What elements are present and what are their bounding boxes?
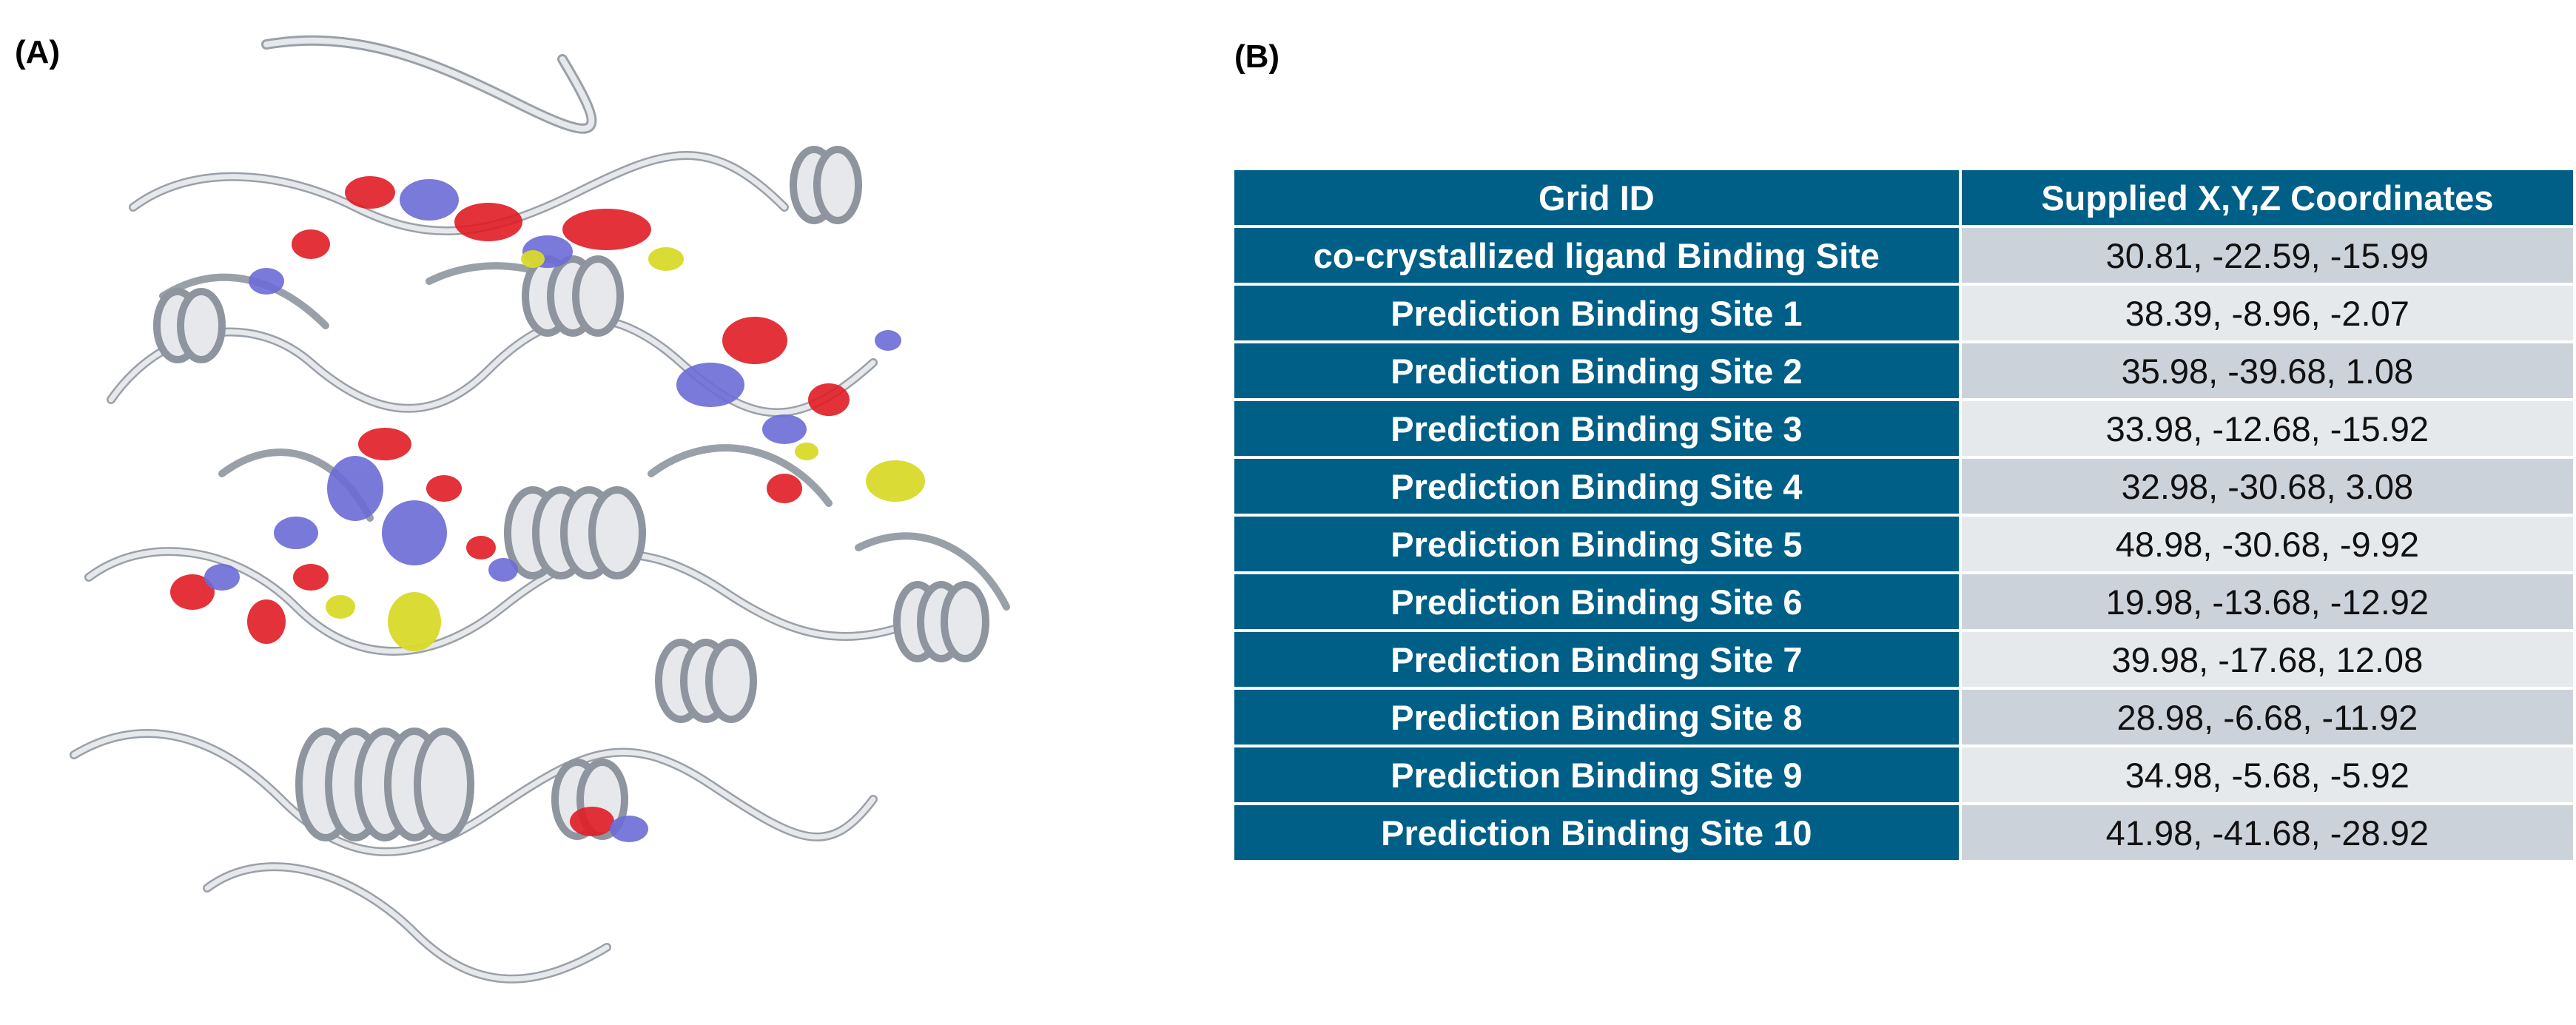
coordinates-cell: 38.39, -8.96, -2.07 (1958, 283, 2576, 343)
table-row: Prediction Binding Site 8 28.98, -6.68, … (1231, 687, 2576, 747)
grid-id-cell: Prediction Binding Site 5 (1231, 514, 1962, 574)
table-row: Prediction Binding Site 10 41.98, -41.68… (1231, 802, 2576, 863)
coordinates-cell: 28.98, -6.68, -11.92 (1958, 687, 2576, 747)
table-row: Prediction Binding Site 2 35.98, -39.68,… (1231, 340, 2576, 401)
table-row: Prediction Binding Site 3 33.98, -12.68,… (1231, 398, 2576, 459)
grid-id-cell: Prediction Binding Site 3 (1231, 398, 1962, 459)
grid-id-cell: Prediction Binding Site 1 (1231, 283, 1962, 343)
coordinates-cell: 19.98, -13.68, -12.92 (1958, 571, 2576, 632)
grid-id-cell: Prediction Binding Site 2 (1231, 340, 1962, 401)
grid-id-cell: co-crystallized ligand Binding Site (1231, 225, 1962, 286)
coordinates-cell: 33.98, -12.68, -15.92 (1958, 398, 2576, 459)
binding-surface-yellow (326, 247, 925, 651)
grid-id-cell: Prediction Binding Site 9 (1231, 745, 1962, 805)
coordinates-cell: 35.98, -39.68, 1.08 (1958, 340, 2576, 401)
table-header-row: Grid ID Supplied X,Y,Z Coordinates (1231, 167, 2576, 228)
protein-helices (153, 146, 989, 841)
table-row: Prediction Binding Site 5 48.98, -30.68,… (1231, 514, 2576, 574)
grid-id-cell: Prediction Binding Site 6 (1231, 571, 1962, 632)
table-row: Prediction Binding Site 6 19.98, -13.68,… (1231, 571, 2576, 632)
coordinates-cell: 41.98, -41.68, -28.92 (1958, 802, 2576, 863)
binding-surface-red (170, 176, 850, 836)
coordinates-cell: 39.98, -17.68, 12.08 (1958, 629, 2576, 690)
binding-surface-blue (204, 179, 901, 842)
grid-coordinates-table: Grid ID Supplied X,Y,Z Coordinates co-cr… (1231, 167, 2576, 863)
grid-id-cell: Prediction Binding Site 8 (1231, 687, 1962, 747)
protein-structure-image (44, 15, 1066, 1010)
table-row: Prediction Binding Site 7 39.98, -17.68,… (1231, 629, 2576, 690)
panel-b-label: (B) (1234, 38, 1280, 75)
coordinates-cell: 34.98, -5.68, -5.92 (1958, 745, 2576, 805)
grid-id-header: Grid ID (1231, 167, 1962, 228)
coordinates-cell: 30.81, -22.59, -15.99 (1958, 225, 2576, 286)
panel-a-label: (A) (15, 34, 61, 70)
grid-id-cell: Prediction Binding Site 4 (1231, 456, 1962, 517)
table-row: Prediction Binding Site 1 38.39, -8.96, … (1231, 283, 2576, 343)
grid-id-cell: Prediction Binding Site 10 (1231, 802, 1962, 863)
table-row: Prediction Binding Site 4 32.98, -30.68,… (1231, 456, 2576, 517)
table-row: Prediction Binding Site 9 34.98, -5.68, … (1231, 745, 2576, 805)
coordinates-header: Supplied X,Y,Z Coordinates (1958, 167, 2576, 228)
grid-id-cell: Prediction Binding Site 7 (1231, 629, 1962, 690)
table-row: co-crystallized ligand Binding Site 30.8… (1231, 225, 2576, 286)
coordinates-cell: 48.98, -30.68, -9.92 (1958, 514, 2576, 574)
coordinates-cell: 32.98, -30.68, 3.08 (1958, 456, 2576, 517)
